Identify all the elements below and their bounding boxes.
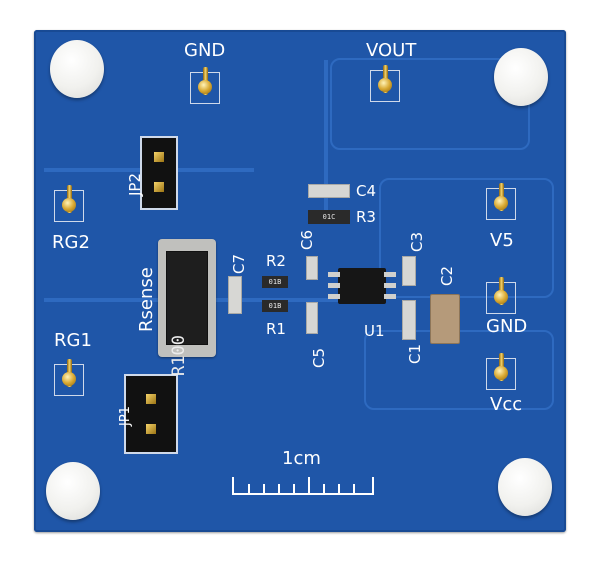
label-jp2: JP2 (126, 172, 144, 196)
scale-tick (248, 484, 250, 493)
scale-tick (278, 484, 280, 493)
label-vcc: Vcc (490, 394, 523, 415)
mounting-hole-top-left (50, 40, 104, 98)
scale-tick (353, 484, 355, 493)
label-gnd-right: GND (486, 316, 528, 337)
label-u1: U1 (364, 322, 385, 340)
label-c1: C1 (406, 343, 424, 364)
ic-u1 (328, 268, 396, 304)
test-pin-v5[interactable] (486, 183, 516, 220)
label-c6: C6 (298, 229, 316, 250)
label-vout: VOUT (366, 40, 417, 61)
test-pin-vout[interactable] (370, 65, 400, 102)
label-r3: R3 (356, 208, 376, 226)
label-scale: 1cm (282, 448, 321, 469)
mounting-hole-bottom-right (498, 458, 552, 516)
scale-tick (232, 477, 234, 493)
capacitor-c3 (402, 256, 416, 286)
rsense-resistor: R100 (158, 239, 216, 376)
label-gnd-top: GND (184, 40, 226, 61)
rsense-value: R100 (169, 335, 189, 376)
jumper-header-jp2[interactable] (140, 136, 178, 210)
test-pin-rg2[interactable] (54, 185, 84, 222)
scale-tick (323, 484, 325, 493)
scale-tick (338, 484, 340, 493)
label-rg1: RG1 (54, 330, 92, 351)
jumper-header-jp1[interactable] (124, 374, 178, 454)
test-pin-vcc[interactable] (486, 353, 516, 390)
scale-tick (293, 484, 295, 493)
label-c5: C5 (310, 347, 328, 368)
scale-tick (263, 484, 265, 493)
capacitor-c5 (306, 302, 318, 334)
label-r2: R2 (266, 252, 286, 270)
scale-tick (308, 477, 310, 493)
scale-bar (232, 493, 374, 495)
label-v5: V5 (490, 230, 514, 251)
capacitor-c6 (306, 256, 318, 280)
label-c2: C2 (438, 265, 456, 286)
label-rsense: Rsense (136, 267, 157, 332)
resistor-r3: 01C (308, 210, 350, 224)
trace-top-divider (324, 60, 328, 210)
label-c4: C4 (356, 182, 377, 200)
scale-tick (372, 477, 374, 493)
label-c7: C7 (230, 253, 248, 274)
label-c3: C3 (408, 231, 426, 252)
label-jp1: JP1 (118, 406, 133, 426)
capacitor-c2 (430, 294, 460, 344)
resistor-r1: 01B (262, 300, 288, 312)
test-pin-gnd-top[interactable] (190, 67, 220, 104)
capacitor-c7 (228, 276, 242, 314)
pcb-board: 01B 01B 01C R100 GND VOUT JP2 RG2 Rsense… (34, 30, 566, 532)
test-pin-rg1[interactable] (54, 359, 84, 396)
mounting-hole-bottom-left (46, 462, 100, 520)
test-pin-gnd-right[interactable] (486, 277, 516, 314)
label-rg2: RG2 (52, 232, 90, 253)
resistor-r2: 01B (262, 276, 288, 288)
capacitor-c1 (402, 300, 416, 340)
trace-right-block (379, 178, 554, 298)
capacitor-c4 (308, 184, 350, 198)
label-r1: R1 (266, 320, 286, 338)
mounting-hole-top-right (494, 48, 548, 106)
